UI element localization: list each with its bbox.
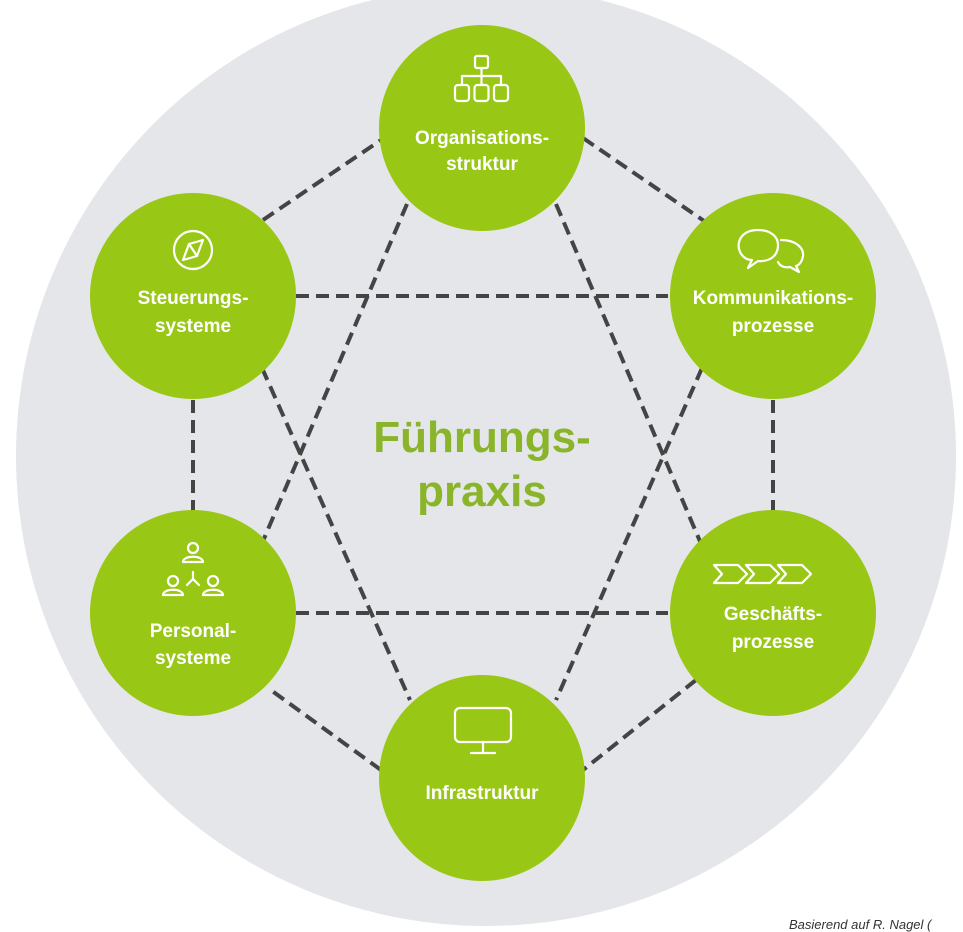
node-label-line2: systeme — [155, 316, 231, 337]
compass-icon — [172, 229, 214, 271]
people-network-icon — [161, 541, 225, 597]
speech-bubbles-icon — [737, 228, 805, 274]
connector-org-pers — [258, 203, 409, 549]
node-label-line1: Steuerungs- — [138, 288, 249, 309]
connector-steu-infra — [260, 367, 412, 701]
node-geschaeftsprozesse: Geschäfts- prozesse — [670, 510, 876, 716]
center-title-line2: praxis — [417, 467, 547, 516]
node-infrastruktur: Infrastruktur — [379, 675, 585, 881]
node-circle — [90, 193, 296, 399]
connector-org-komm — [581, 136, 712, 227]
connector-infra-pers — [266, 686, 383, 772]
node-label-line2: prozesse — [732, 632, 814, 653]
node-label-line2: struktur — [446, 154, 518, 175]
node-circle — [379, 25, 585, 231]
node-circle — [670, 510, 876, 716]
connector-lines — [191, 136, 775, 772]
org-chart-icon — [453, 54, 510, 103]
connector-komm-infra — [554, 367, 704, 701]
process-chevrons-icon — [712, 563, 813, 585]
connector-steu-org — [261, 138, 383, 222]
connector-org-gesch — [554, 203, 704, 547]
node-kommunikationsprozesse: Kommunikations- prozesse — [670, 193, 876, 399]
source-note: Basierend auf R. Nagel ( — [789, 917, 933, 932]
node-personalsysteme: Personal- systeme — [90, 510, 296, 716]
node-circle — [90, 510, 296, 716]
node-label-line2: systeme — [155, 648, 231, 669]
node-organisationsstruktur: Organisations- struktur — [379, 25, 585, 231]
node-label-line1: Geschäfts- — [724, 604, 822, 625]
node-steuerungssysteme: Steuerungs- systeme — [90, 193, 296, 399]
node-label-line1: Kommunikations- — [693, 288, 853, 309]
node-circle — [670, 193, 876, 399]
node-label-line1: Infrastruktur — [426, 783, 540, 804]
node-circle — [379, 675, 585, 881]
center-title-line1: Führungs- — [373, 413, 591, 462]
monitor-icon — [453, 706, 513, 755]
node-label-line2: prozesse — [732, 316, 814, 337]
connector-gesch-infra — [581, 678, 698, 772]
node-label-line1: Personal- — [150, 621, 237, 642]
node-label-line1: Organisations- — [415, 128, 549, 149]
